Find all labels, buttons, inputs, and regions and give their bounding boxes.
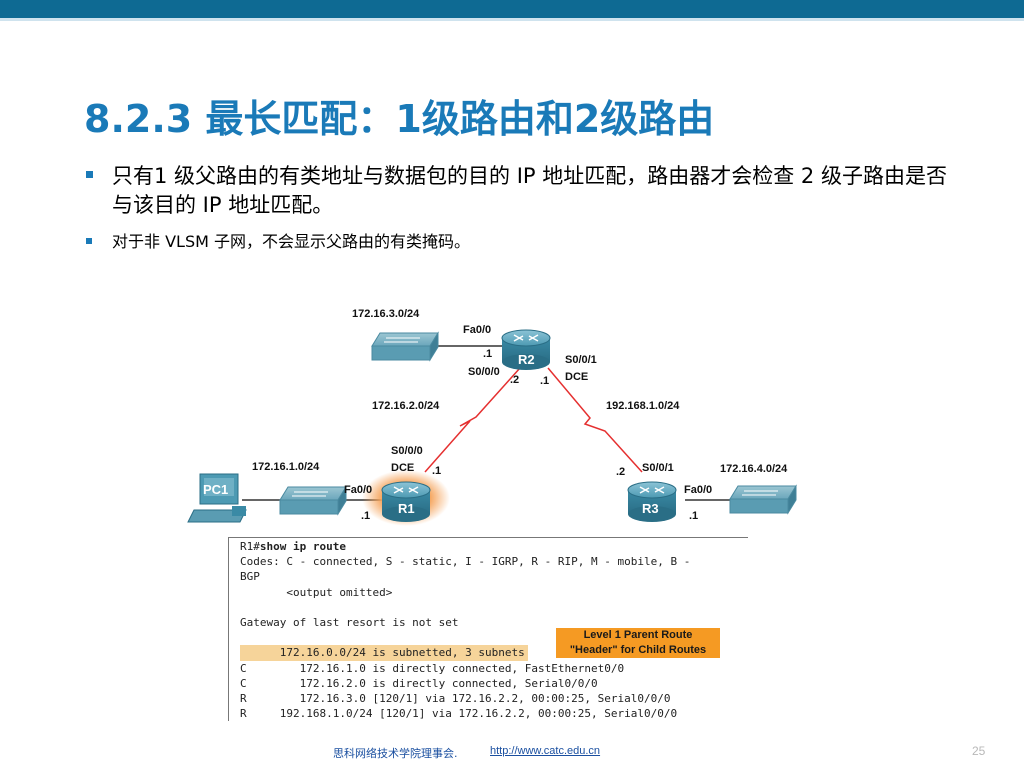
- bullet-square-icon: [86, 171, 93, 178]
- top-banner-line: [0, 18, 1024, 21]
- router-icon: [381, 481, 431, 522]
- router-icon: [501, 329, 551, 370]
- bullet-item: 对于非 VLSM 子网，不会显示父路由的有类掩码。: [84, 230, 954, 254]
- interface-label: DCE: [565, 371, 588, 383]
- network-label: 172.16.3.0/24: [352, 308, 420, 320]
- router-icon: [627, 481, 677, 522]
- network-label: 172.16.4.0/24: [720, 463, 788, 475]
- interface-label: .2: [616, 466, 625, 478]
- interface-label: .1: [483, 348, 492, 360]
- interface-label: Fa0/0: [684, 484, 712, 496]
- terminal-line: [240, 600, 748, 615]
- interface-label: .1: [361, 510, 370, 522]
- terminal-line: Gateway of last resort is not set: [240, 615, 459, 629]
- interface-label: .1: [540, 375, 549, 387]
- slide-title: 8.2.3 最长匹配：1级路由和2级路由: [84, 97, 715, 141]
- pc-label: PC1: [203, 482, 228, 497]
- terminal-line: C 172.16.2.0 is directly connected, Seri…: [240, 676, 598, 690]
- switch-icon: [729, 484, 797, 515]
- network-label: 172.16.1.0/24: [252, 461, 320, 473]
- bullet-square-icon: [86, 238, 92, 244]
- bullet-text: 只有1 级父路由的有类地址与数据包的目的 IP 地址匹配，路由器才会检查 2 级…: [112, 164, 947, 217]
- terminal-line: BGP: [240, 570, 260, 584]
- network-label: 192.168.1.0/24: [606, 400, 680, 412]
- network-topology-diagram: PC1 R2 R1 R3 172.16.3.0/24 172.16.2.0/24…: [180, 300, 820, 539]
- bullet-item: 只有1 级父路由的有类地址与数据包的目的 IP 地址匹配，路由器才会检查 2 级…: [84, 162, 954, 220]
- parent-route-callout: Level 1 Parent Route "Header" for Child …: [556, 628, 720, 658]
- interface-label: .1: [689, 510, 698, 522]
- callout-line: Level 1 Parent Route: [583, 629, 693, 641]
- interface-label: S0/0/0: [391, 445, 423, 457]
- terminal-line-wrapper: 172.16.0.0/24 is subnetted, 3 subnets: [240, 645, 748, 661]
- terminal-line-prompt: R1#show ip route: [240, 539, 748, 554]
- interface-label: Fa0/0: [463, 324, 491, 336]
- bullet-text: 对于非 VLSM 子网，不会显示父路由的有类掩码。: [112, 232, 470, 251]
- terminal-line: <output omitted>: [240, 585, 393, 599]
- pc-icon: [187, 473, 247, 523]
- callout-line: "Header" for Child Routes: [569, 644, 707, 656]
- interface-label: DCE: [391, 462, 414, 474]
- page-number: 25: [972, 744, 986, 758]
- terminal-line: C 172.16.1.0 is directly connected, Fast…: [240, 661, 625, 675]
- interface-label: .1: [432, 465, 441, 477]
- switch-icon: [371, 331, 439, 362]
- terminal-line: R 192.168.1.0/24 [120/1] via 172.16.2.2,…: [240, 707, 678, 721]
- bullet-list: 只有1 级父路由的有类地址与数据包的目的 IP 地址匹配，路由器才会检查 2 级…: [84, 162, 954, 254]
- footer-link[interactable]: http://www.catc.edu.cn: [490, 745, 601, 757]
- interface-label: S0/0/1: [565, 354, 597, 366]
- top-banner: [0, 0, 1024, 18]
- router-label-r3: R3: [642, 501, 659, 516]
- terminal-command: show ip route: [259, 540, 346, 553]
- terminal-line-highlighted: 172.16.0.0/24 is subnetted, 3 subnets: [240, 645, 528, 661]
- terminal-line: Codes: C - connected, S - static, I - IG…: [240, 555, 691, 569]
- interface-label: .2: [510, 374, 519, 386]
- router-label-r1: R1: [398, 501, 415, 516]
- footer-organization: 思科网络技术学院理事会.: [333, 747, 458, 760]
- terminal-line: R 172.16.3.0 [120/1] via 172.16.2.2, 00:…: [240, 691, 671, 705]
- terminal-prompt: R1#: [240, 540, 260, 553]
- network-label: 172.16.2.0/24: [372, 400, 440, 412]
- interface-label: Fa0/0: [344, 484, 372, 496]
- switch-icon: [279, 485, 347, 516]
- serial-link-r1-r2: [424, 367, 521, 473]
- interface-label: S0/0/0: [468, 366, 500, 378]
- interface-label: S0/0/1: [642, 462, 674, 474]
- serial-link-r2-r3: [547, 367, 643, 473]
- router-label-r2: R2: [518, 352, 535, 367]
